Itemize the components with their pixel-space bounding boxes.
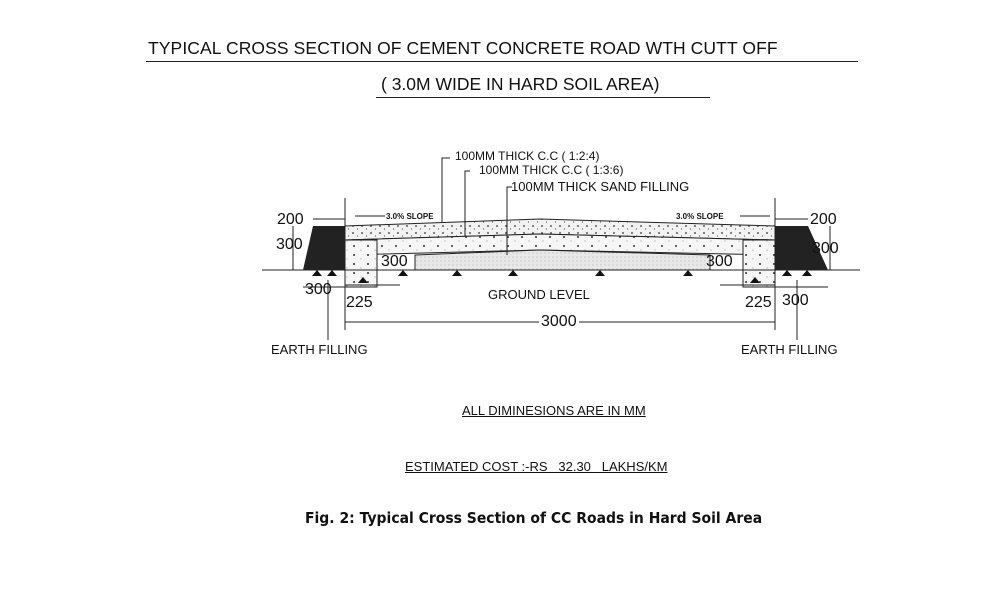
dim-left-cutoff-width: 225 xyxy=(346,294,373,311)
ground-level-label: GROUND LEVEL xyxy=(488,287,590,302)
drawing-subtitle: ( 3.0M WIDE IN HARD SOIL AREA) xyxy=(381,74,660,94)
ground-markers xyxy=(312,270,812,283)
layer-label-cc-136: 100MM THICK C.C ( 1:3:6) xyxy=(479,163,624,177)
dim-right-cutoff-depth: 300 xyxy=(706,253,733,270)
sand-filling-layer xyxy=(414,249,711,271)
left-earth-shoulder xyxy=(303,226,345,270)
dim-road-width: 3000 xyxy=(539,313,579,331)
estimated-cost-note: ESTIMATED COST :-RS 32.30 LAKHS/KM xyxy=(405,459,668,474)
dim-right-bottom: 300 xyxy=(782,292,809,309)
slope-left: 3.0% SLOPE xyxy=(386,212,434,221)
dim-right-top: 200 xyxy=(810,211,837,228)
dim-left-height: 300 xyxy=(276,236,303,253)
dim-left-bottom: 300 xyxy=(305,281,332,298)
right-earth-shoulder xyxy=(775,226,828,270)
layer-label-sand: 100MM THICK SAND FILLING xyxy=(511,179,690,194)
earth-filling-right-label: EARTH FILLING xyxy=(741,342,838,357)
figure-caption: Fig. 2: Typical Cross Section of CC Road… xyxy=(305,509,763,527)
layer-label-cc-124: 100MM THICK C.C ( 1:2:4) xyxy=(455,149,600,163)
left-cutoff-wall xyxy=(344,239,378,288)
right-cutoff-wall xyxy=(742,239,776,288)
subtitle-underline xyxy=(376,97,710,98)
dim-left-cutoff-depth: 300 xyxy=(381,253,408,270)
title-underline xyxy=(146,61,858,62)
slope-right: 3.0% SLOPE xyxy=(676,212,724,221)
dimensions-note: ALL DIMINESIONS ARE IN MM xyxy=(462,403,646,418)
dim-right-cutoff-width: 225 xyxy=(745,294,772,311)
drawing-title: TYPICAL CROSS SECTION OF CEMENT CONCRETE… xyxy=(148,38,778,58)
dim-right-height: 300 xyxy=(812,240,839,257)
dim-left-top: 200 xyxy=(277,211,304,228)
earth-filling-left-label: EARTH FILLING xyxy=(271,342,368,357)
